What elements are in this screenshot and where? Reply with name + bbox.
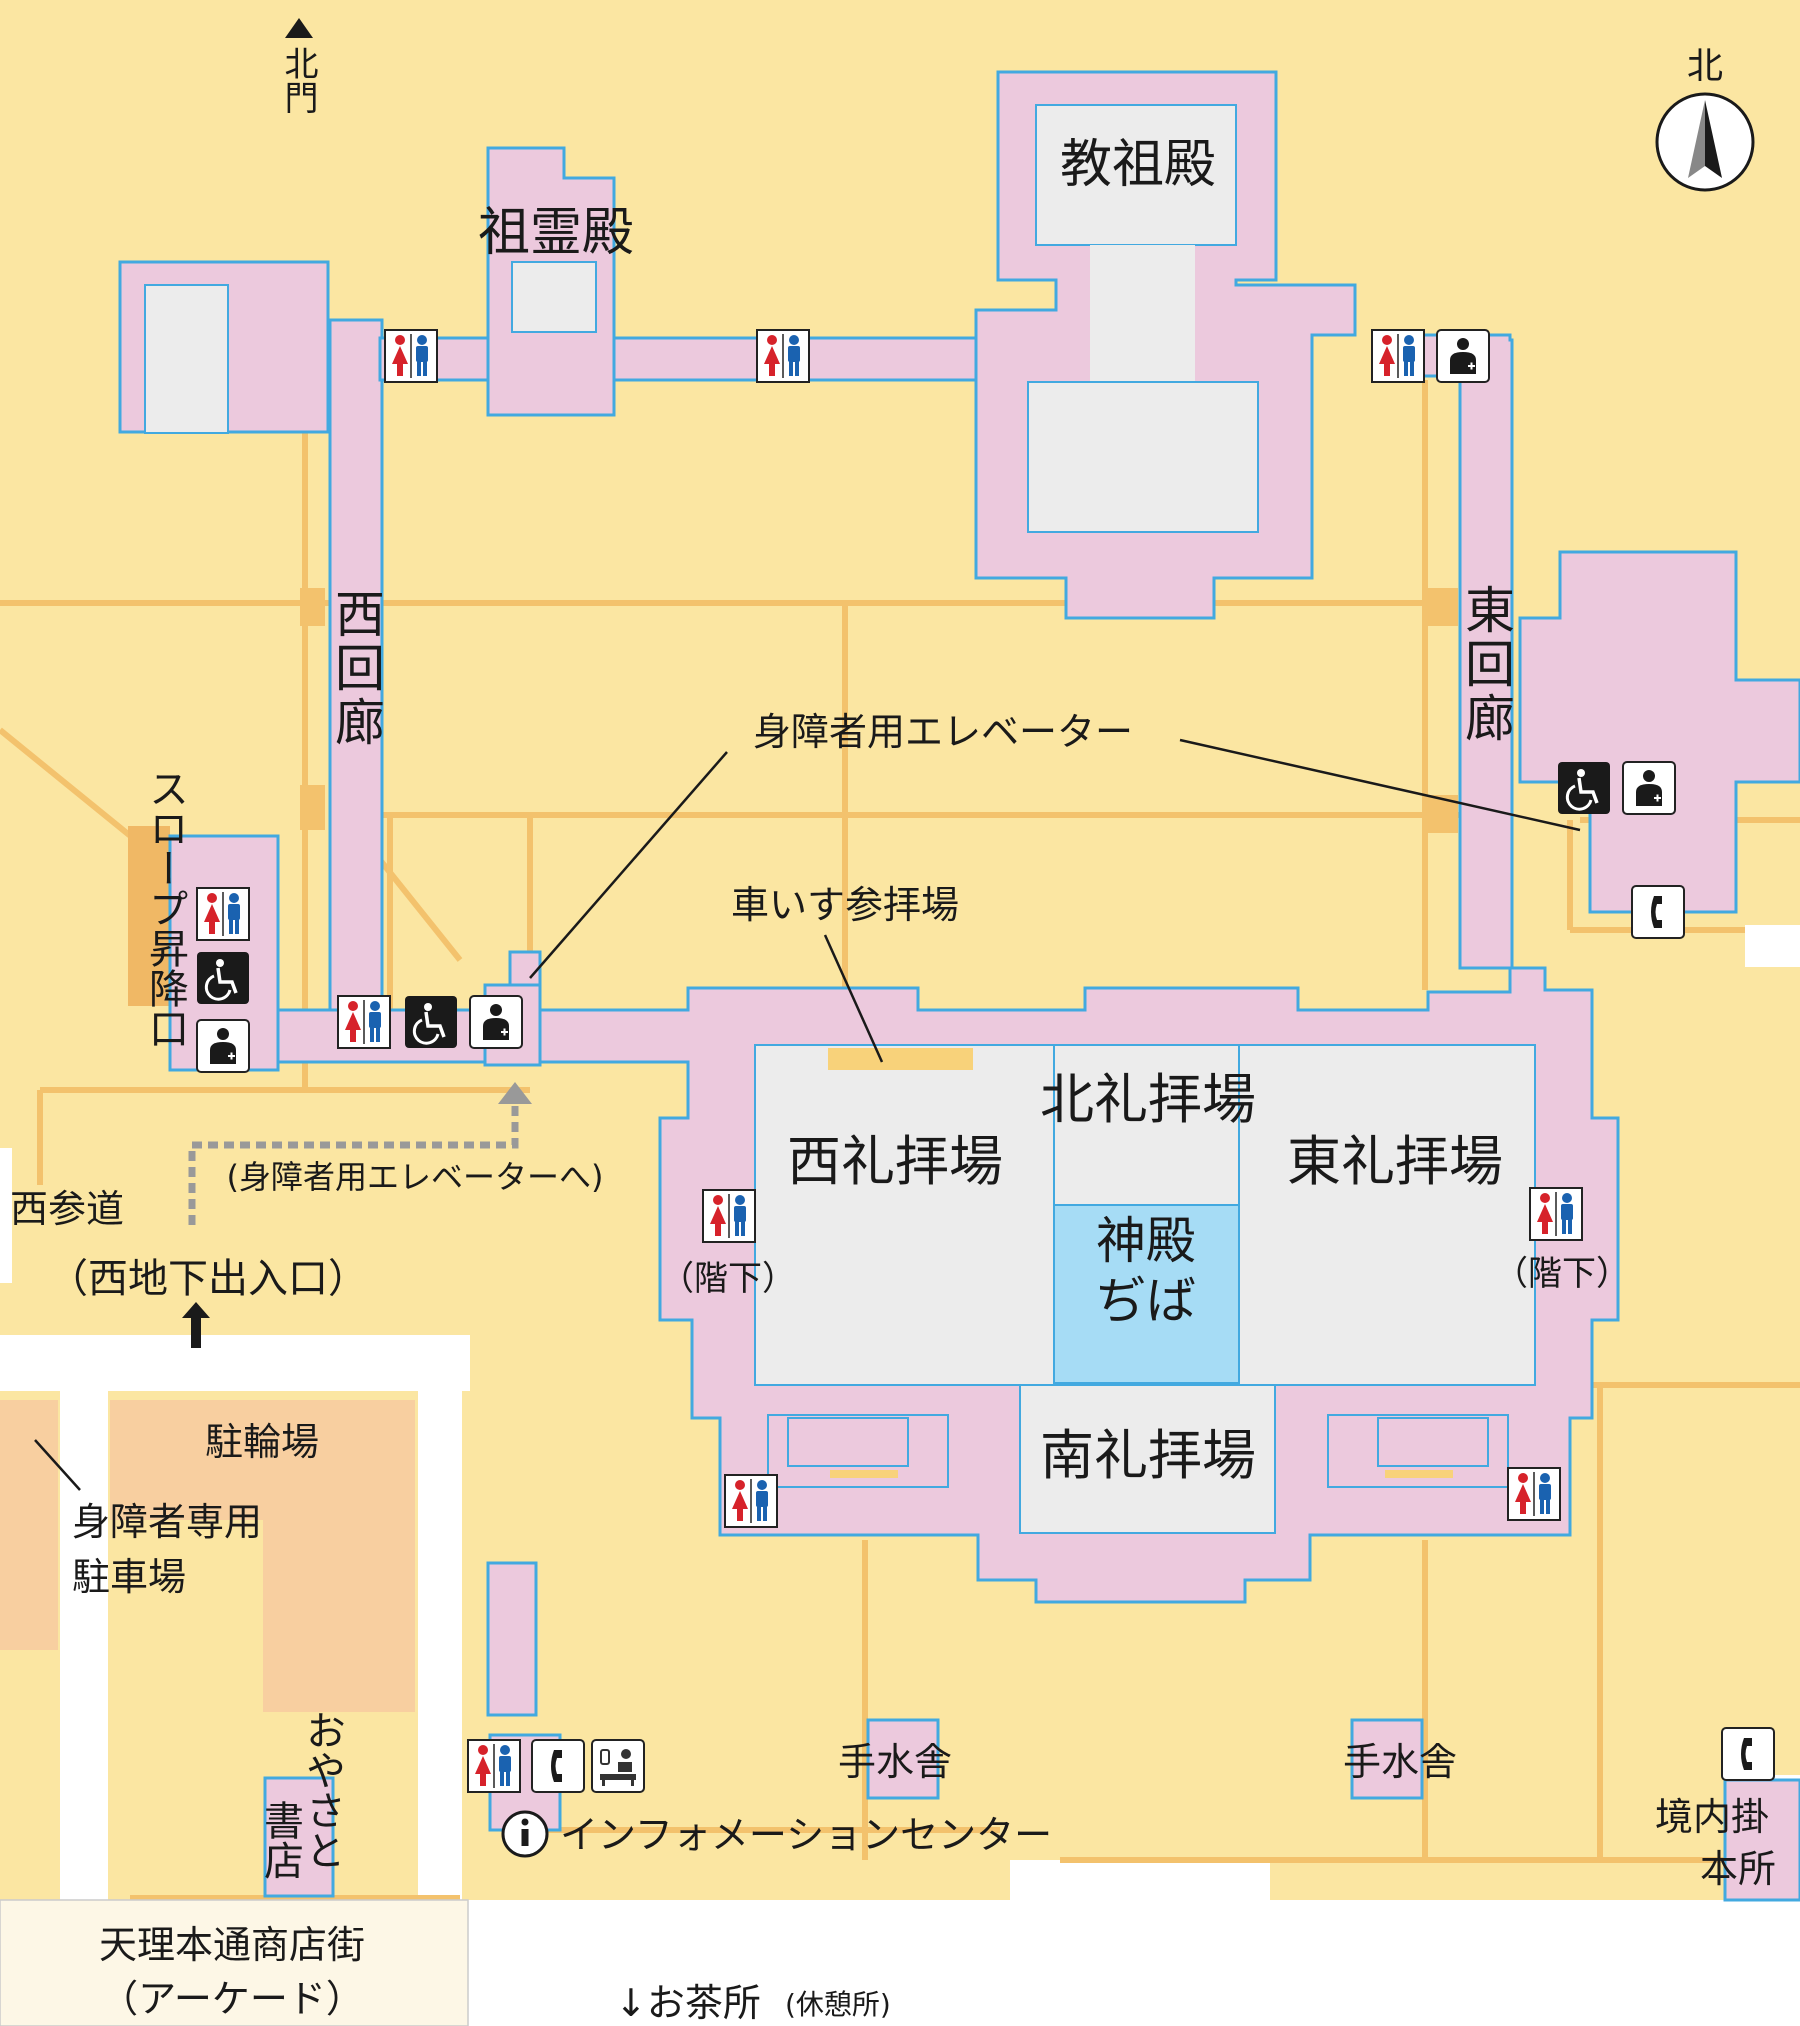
nursing-icon <box>1436 329 1490 383</box>
rest-area-label: (休憩所) <box>785 1988 891 2021</box>
bookstore-label: 書店 <box>257 1800 303 1880</box>
temizuya-west-label: 手水舎 <box>838 1740 952 1784</box>
oyasato-label: おやさと <box>299 1710 345 1870</box>
west-underground-label: （西地下出入口） <box>48 1256 368 1302</box>
wheelchair-worship-area <box>828 1048 973 1070</box>
disabled-parking-label: 身障者専用 <box>72 1500 262 1544</box>
route-arrow-icon <box>498 1082 532 1104</box>
corridor-landing <box>300 785 325 830</box>
south-hall-label: 南礼拝場 <box>1040 1424 1256 1487</box>
downstairs-east-label: （階下） <box>1494 1254 1630 1294</box>
compass-label: 北 <box>1687 46 1723 87</box>
north-gate-label: 北門 <box>278 46 318 114</box>
slope-ramp <box>128 826 170 1006</box>
temizuya-east-label: 手水舎 <box>1343 1740 1457 1784</box>
hall-dividers <box>1053 1045 1240 1385</box>
arcade-label: 天理本通商店街 <box>99 1923 365 1967</box>
kyosoden-label: 教祖殿 <box>1060 135 1216 195</box>
route-to-elevator <box>188 1090 519 1230</box>
phone-icon <box>1721 1727 1775 1781</box>
soreiden-label: 祖霊殿 <box>478 203 634 263</box>
restroom-icon <box>467 1739 521 1793</box>
phone-icon <box>531 1739 585 1793</box>
south-side-rooms <box>767 1414 1509 1488</box>
to-elevator-label: (身障者用エレベーターへ) <box>227 1158 604 1196</box>
corridor-landing <box>300 588 325 626</box>
north-arrow-icon <box>285 18 313 38</box>
keidai-office-label-2: 本所 <box>1700 1847 1776 1891</box>
inner-rooms <box>144 104 1536 1534</box>
jiba-area <box>1053 1204 1240 1384</box>
west-corridor-label: 西回廊 <box>327 588 385 750</box>
restroom-icon <box>702 1189 756 1243</box>
bicycle-parking-label: 駐輪場 <box>205 1420 319 1464</box>
compass-icon <box>1655 92 1755 192</box>
west-approach-label: 西参道 <box>10 1187 124 1231</box>
step <box>1385 1470 1453 1478</box>
leader-lines <box>34 738 1581 1491</box>
phone-icon <box>1631 885 1685 939</box>
slope-label: スロープ昇降口 <box>142 768 188 1048</box>
parking-areas <box>0 1400 415 1712</box>
arcade-edge <box>130 1895 460 1903</box>
disabled-parking-label-2: 駐車場 <box>72 1555 186 1599</box>
restroom-icon <box>1371 329 1425 383</box>
east-corridor-label: 東回廊 <box>1457 584 1515 746</box>
baby-care-icon <box>591 1739 645 1793</box>
restroom-icon <box>1529 1187 1583 1241</box>
west-hall-label: 西礼拝場 <box>787 1130 1003 1193</box>
keidai-office-label: 境内掛 <box>1655 1795 1769 1839</box>
wheelchair-icon <box>403 994 459 1050</box>
nursing-icon <box>1622 761 1676 815</box>
shinden-label: 神殿 <box>1096 1212 1196 1270</box>
north-hall-label: 北礼拝場 <box>1040 1068 1256 1131</box>
restroom-icon <box>724 1474 778 1528</box>
info-center-label: インフォメーションセンター <box>560 1813 1052 1857</box>
wheelchair-icon <box>1556 760 1612 816</box>
arcade-box <box>0 1899 469 2026</box>
info-icon <box>501 1810 549 1858</box>
tea-house-label: ↓お茶所 <box>615 1981 761 2025</box>
restroom-icon <box>196 887 250 941</box>
jiba-label: ぢば <box>1096 1272 1196 1330</box>
corridor-landing <box>1428 588 1458 626</box>
wheelchair-area-label: 車いす参拝場 <box>731 883 959 927</box>
downstairs-west-label: （階下） <box>660 1259 796 1299</box>
nursing-icon <box>469 995 523 1049</box>
entrance-arrow-icon <box>182 1302 210 1348</box>
nursing-icon <box>196 1019 250 1073</box>
arcade-label-2: （アーケード） <box>100 1977 364 2021</box>
restroom-icon <box>1507 1467 1561 1521</box>
restroom-icon <box>756 329 810 383</box>
restroom-icon <box>337 995 391 1049</box>
restroom-icon <box>384 329 438 383</box>
wheelchair-icon <box>195 950 251 1006</box>
step <box>830 1470 898 1478</box>
elevator-label: 身障者用エレベーター <box>753 710 1133 754</box>
east-hall-label: 東礼拝場 <box>1287 1130 1503 1193</box>
